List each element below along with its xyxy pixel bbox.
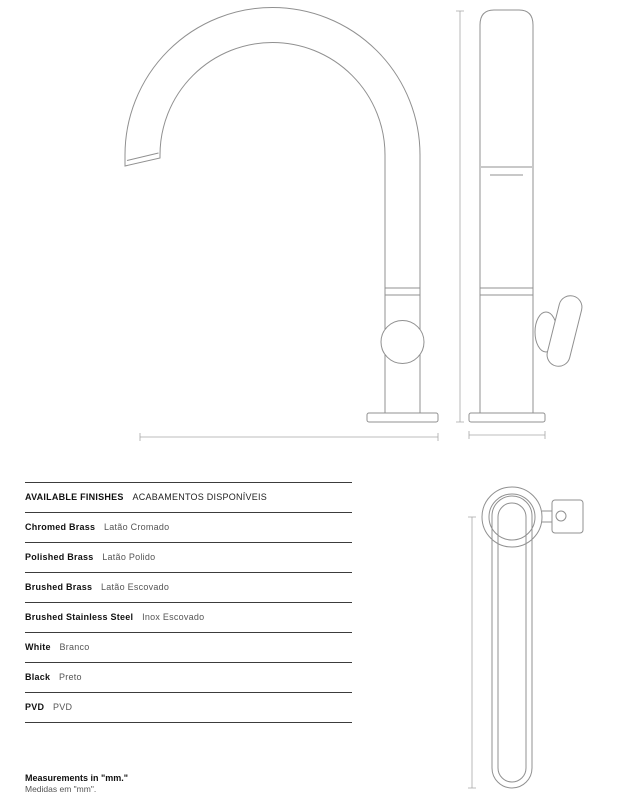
side-aerator-seam — [481, 166, 532, 176]
finish-name-pt: Latão Cromado — [104, 522, 170, 532]
finish-row-brushed-stainless-steel: Brushed Stainless Steel Inox Escovado — [25, 602, 352, 632]
finish-name-en: Black — [25, 672, 51, 682]
finish-name-pt: Preto — [59, 672, 82, 682]
finish-row-chromed-brass: Chromed Brass Latão Cromado — [25, 512, 352, 542]
finishes-title-pt: ACABAMENTOS DISPONÍVEIS — [132, 492, 268, 502]
faucet-top-view — [450, 470, 610, 800]
side-base-flange — [468, 412, 546, 423]
handle-lever — [546, 295, 583, 367]
finish-row-brushed-brass: Brushed Brass Latão Escovado — [25, 572, 352, 602]
finishes-title-en: AVAILABLE FINISHES — [25, 492, 124, 502]
top-base-circle-outer — [481, 486, 543, 548]
finish-name-pt: Inox Escovado — [142, 612, 205, 622]
finish-name-pt: PVD — [53, 702, 73, 712]
finish-row-polished-brass: Polished Brass Latão Polido — [25, 542, 352, 572]
finish-name-pt: Latão Polido — [102, 552, 156, 562]
spout-aerator-seam — [126, 152, 159, 161]
top-handle-body — [551, 499, 584, 534]
top-handle-stem — [542, 510, 552, 523]
base-flange — [366, 412, 439, 423]
top-reach-dimension — [468, 516, 476, 789]
finish-name-en: Polished Brass — [25, 552, 94, 562]
front-width-dimension — [139, 433, 439, 441]
top-spout-outer — [491, 495, 533, 789]
finish-name-pt: Branco — [59, 642, 90, 652]
finishes-table-bottom-rule — [25, 722, 352, 723]
top-spout-inner — [497, 502, 527, 783]
finish-name-en: Brushed Stainless Steel — [25, 612, 134, 622]
finish-row-black: Black Preto — [25, 662, 352, 692]
side-base-dimension — [468, 431, 546, 439]
top-handle-pin — [555, 510, 567, 522]
finishes-table: AVAILABLE FINISHES ACABAMENTOS DISPONÍVE… — [25, 482, 352, 723]
finish-name-en: PVD — [25, 702, 45, 712]
valve-cap-circle — [380, 320, 425, 364]
top-base-circle-inner — [488, 493, 536, 541]
measurements-note-en: Measurements in "mm." — [25, 773, 129, 783]
finish-name-en: White — [25, 642, 51, 652]
body-joint-lines — [385, 287, 420, 296]
finish-row-pvd: PVD PVD — [25, 692, 352, 722]
side-body-outline — [479, 9, 534, 414]
measurements-note-pt: Medidas em "mm". — [25, 784, 97, 794]
spout-gooseneck-outline — [124, 7, 421, 414]
measurements-note: Measurements in "mm." Medidas em "mm". — [25, 773, 128, 795]
side-height-dimension — [456, 10, 464, 423]
faucet-side-view — [450, 5, 610, 455]
faucet-front-view — [105, 5, 445, 455]
finish-name-en: Brushed Brass — [25, 582, 93, 592]
finish-name-en: Chromed Brass — [25, 522, 96, 532]
side-joint-lines — [480, 287, 533, 296]
finish-row-white: White Branco — [25, 632, 352, 662]
finish-name-pt: Latão Escovado — [101, 582, 170, 592]
finishes-header: AVAILABLE FINISHES ACABAMENTOS DISPONÍVE… — [25, 482, 352, 512]
